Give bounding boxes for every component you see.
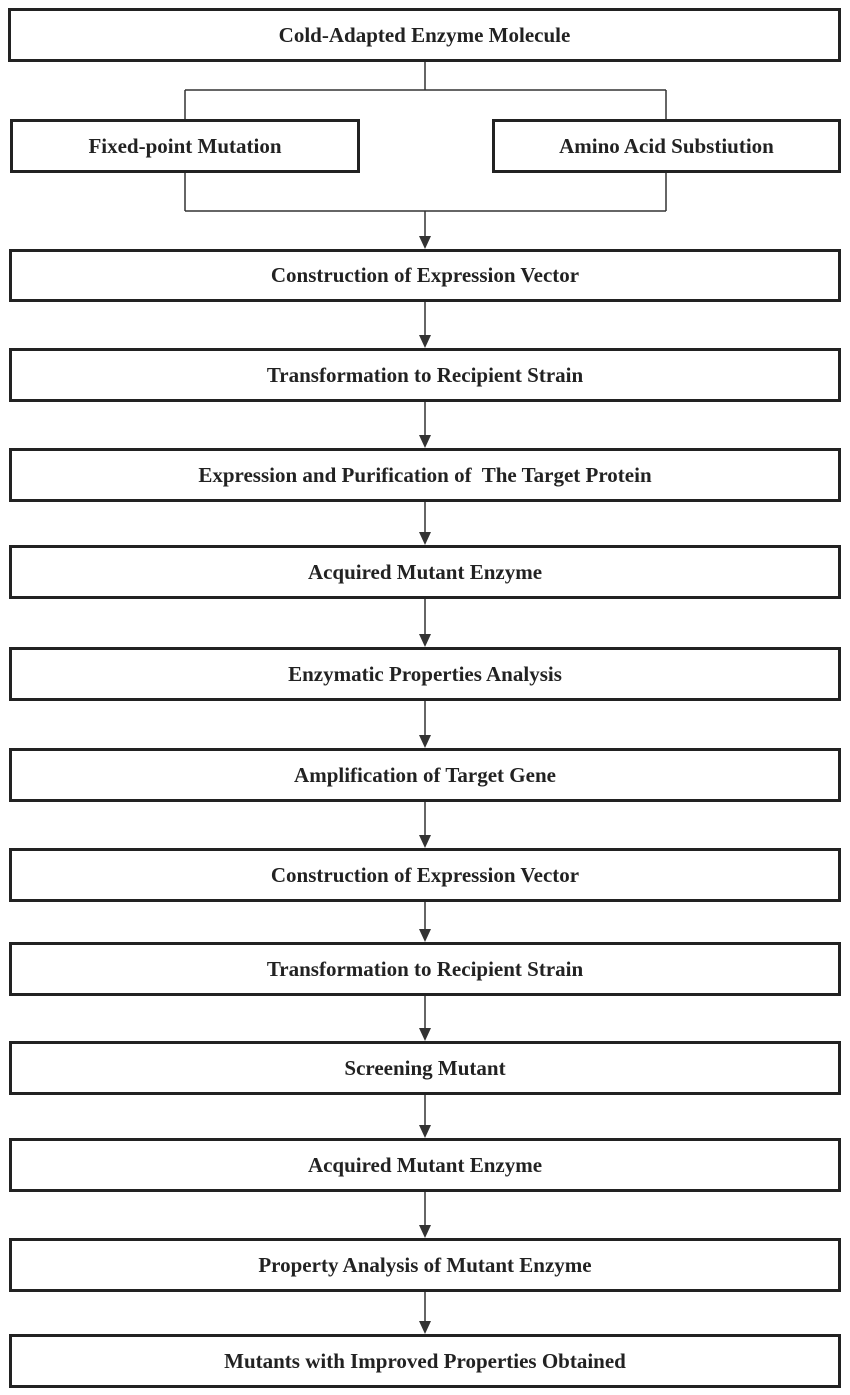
arrowhead — [419, 735, 431, 748]
node-branch-left: Fixed-point Mutation — [10, 119, 360, 173]
arrowhead — [419, 1225, 431, 1238]
node-step: Enzymatic Properties Analysis — [9, 647, 841, 701]
arrowhead — [419, 532, 431, 545]
node-step: Property Analysis of Mutant Enzyme — [9, 1238, 841, 1292]
node-top: Cold-Adapted Enzyme Molecule — [8, 8, 841, 62]
node-step: Acquired Mutant Enzyme — [9, 545, 841, 599]
arrowhead — [419, 236, 431, 249]
node-step: Construction of Expression Vector — [9, 249, 841, 302]
node-step: Amplification of Target Gene — [9, 748, 841, 802]
arrowhead — [419, 929, 431, 942]
node-step: Transformation to Recipient Strain — [9, 942, 841, 996]
node-step: Mutants with Improved Properties Obtaine… — [9, 1334, 841, 1388]
arrowhead — [419, 435, 431, 448]
node-step: Screening Mutant — [9, 1041, 841, 1095]
arrowhead — [419, 335, 431, 348]
arrowhead — [419, 1028, 431, 1041]
arrowhead — [419, 835, 431, 848]
node-branch-right: Amino Acid Substiution — [492, 119, 841, 173]
arrowhead — [419, 634, 431, 647]
node-step: Transformation to Recipient Strain — [9, 348, 841, 402]
arrowhead — [419, 1125, 431, 1138]
node-step: Acquired Mutant Enzyme — [9, 1138, 841, 1192]
node-step: Construction of Expression Vector — [9, 848, 841, 902]
node-step: Expression and Purification of The Targe… — [9, 448, 841, 502]
arrowhead — [419, 1321, 431, 1334]
